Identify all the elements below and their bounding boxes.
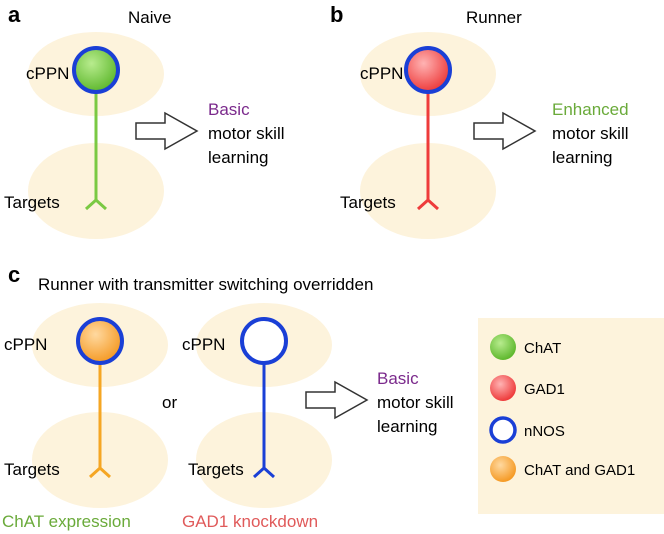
legend: ChAT GAD1 nNOS ChAT and GAD1 <box>478 318 664 514</box>
chat-gad1-neuron-icon <box>76 317 124 365</box>
legend-label-gad1: GAD1 <box>524 381 565 398</box>
panel-title: Runner <box>466 8 522 27</box>
legend-label-chat: ChAT <box>524 340 561 357</box>
outcome-word: Basic <box>377 369 419 388</box>
targets-label: Targets <box>4 460 60 479</box>
outcome-arrow-icon <box>135 111 199 151</box>
legend-label-nnos: nNOS <box>524 423 565 440</box>
panel-letter: c <box>8 262 20 287</box>
chat-gad1-legend-icon <box>490 456 516 482</box>
targets-label: Targets <box>188 460 244 479</box>
panel-title: Naive <box>128 8 171 27</box>
cppn-label: cPPN <box>360 64 403 83</box>
panel-b: b Runner cPPN Targets Enhanced motor ski… <box>330 2 629 239</box>
synapse-fork-icon <box>88 465 112 479</box>
panel-letter: a <box>8 2 21 27</box>
outcome-word: Basic <box>208 100 250 119</box>
gad1-legend-icon <box>490 375 516 401</box>
nnos-legend-icon <box>489 416 517 444</box>
targets-label: Targets <box>4 193 60 212</box>
synapse-fork-icon <box>416 197 440 211</box>
synapse-fork-icon <box>252 465 276 479</box>
chat-neuron-icon <box>72 46 120 94</box>
panel-c: c Runner with transmitter switching over… <box>2 262 454 531</box>
panel-a: a Naive cPPN Targets Basic motor skill l… <box>4 2 285 239</box>
outcome-line-3: learning <box>377 417 438 436</box>
cppn-label: cPPN <box>26 64 69 83</box>
cppn-label: cPPN <box>4 335 47 354</box>
panel-letter: b <box>330 2 343 27</box>
synapse-fork-icon <box>84 197 108 211</box>
outcome-line-2: motor skill <box>552 124 629 143</box>
targets-label: Targets <box>340 193 396 212</box>
cppn-label: cPPN <box>182 335 225 354</box>
outcome-word: Enhanced <box>552 100 629 119</box>
gad1-knockdown-caption: GAD1 knockdown <box>182 512 318 531</box>
gad1-neuron-icon <box>404 46 452 94</box>
or-label: or <box>162 393 177 412</box>
chat-expression-caption: ChAT expression <box>2 512 131 531</box>
outcome-line-2: motor skill <box>377 393 454 412</box>
chat-legend-icon <box>490 334 516 360</box>
outcome-arrow-icon <box>305 380 369 420</box>
legend-label-chat-gad1: ChAT and GAD1 <box>524 462 635 479</box>
outcome-arrow-icon <box>473 111 537 151</box>
outcome-line-3: learning <box>552 148 613 167</box>
panel-title: Runner with transmitter switching overri… <box>38 275 373 294</box>
nnos-neuron-icon <box>240 317 288 365</box>
outcome-line-3: learning <box>208 148 269 167</box>
outcome-line-2: motor skill <box>208 124 285 143</box>
